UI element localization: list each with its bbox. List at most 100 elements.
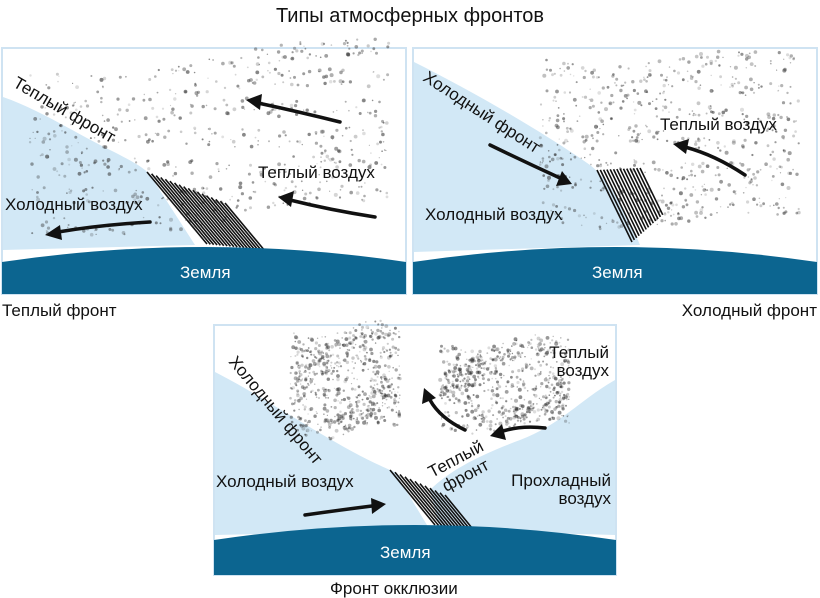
cloud-dot — [102, 145, 106, 149]
cloud-dot — [379, 319, 382, 323]
cloud-dot — [470, 359, 475, 364]
cloud-dot — [675, 203, 678, 207]
cloud-dot — [561, 407, 565, 411]
cloud-dot — [532, 403, 535, 405]
hatch-line — [155, 175, 215, 246]
cloud-dot — [346, 405, 351, 409]
cloud-dot — [609, 103, 611, 105]
cloud-dot — [732, 190, 736, 194]
cloud-dot — [375, 188, 379, 192]
cold-air-label: Холодный воздух — [216, 472, 354, 491]
cloud-dot — [326, 362, 329, 365]
cloud-dot — [362, 98, 366, 103]
cloud-dot — [361, 159, 366, 164]
cloud-dot — [361, 332, 364, 335]
cloud-dot — [501, 361, 506, 366]
cloud-dot — [745, 53, 749, 58]
cloud-dot — [795, 211, 799, 215]
cloud-dot — [381, 390, 384, 392]
cloud-dot — [486, 352, 489, 354]
cloud-dot — [645, 65, 647, 68]
cloud-dot — [770, 62, 772, 65]
cloud-dot — [252, 81, 257, 85]
cloud-dot — [637, 100, 642, 105]
cloud-dot — [307, 413, 309, 415]
cloud-dot — [560, 337, 562, 339]
cloud-dot — [380, 376, 383, 379]
cloud-dot — [113, 188, 118, 193]
cloud-dot — [693, 112, 695, 115]
cloud-dot — [558, 341, 561, 344]
cloud-dot — [502, 342, 504, 345]
cloud-dot — [368, 144, 370, 146]
cloud-dot — [139, 195, 143, 199]
cloud-dot — [717, 188, 721, 191]
cloud-dot — [495, 347, 499, 352]
cloud-dot — [363, 194, 366, 198]
cloud-dot — [489, 420, 493, 424]
cloud-dot — [589, 98, 594, 102]
ground-label: Земля — [380, 543, 431, 562]
cloud-dot — [485, 367, 490, 371]
cloud-dot — [444, 402, 447, 405]
cloud-dot — [510, 385, 514, 388]
cloud-dot — [303, 370, 307, 373]
cloud-dot — [343, 358, 347, 362]
cloud-dot — [564, 395, 568, 399]
cloud-dot — [362, 199, 366, 203]
cloud-dot — [483, 362, 486, 364]
cloud-dot — [704, 62, 708, 66]
cloud-dot — [530, 407, 534, 412]
cloud-dot — [292, 332, 295, 335]
cloud-dot — [643, 76, 645, 79]
cloud-dot — [789, 85, 792, 88]
cloud-dot — [656, 199, 660, 203]
cloud-dot — [174, 69, 178, 72]
cloud-dot — [362, 129, 364, 132]
cloud-dot — [662, 130, 665, 132]
cloud-dot — [367, 165, 372, 170]
cloud-dot — [382, 335, 385, 339]
cloud-dot — [651, 160, 656, 165]
cloud-dot — [519, 417, 522, 420]
cloud-dot — [483, 367, 486, 370]
cloud-dot — [363, 335, 366, 338]
cloud-dot — [352, 327, 355, 329]
cloud-dot — [396, 376, 400, 380]
cloud-dot — [325, 354, 330, 359]
cold-air-region — [3, 97, 195, 250]
cloud-dot — [555, 100, 557, 102]
cloud-dot — [365, 423, 368, 426]
cloud-dot — [290, 365, 294, 370]
cloud-dot — [492, 393, 496, 397]
cloud-dot — [662, 105, 664, 108]
cloud-dot — [539, 347, 544, 352]
cloud-dot — [514, 398, 518, 403]
cloud-dot — [591, 146, 595, 151]
cloud-dot — [350, 419, 353, 421]
cloud-dot — [687, 219, 691, 223]
cloud-dot — [393, 401, 397, 405]
cloud-dot — [723, 145, 726, 148]
hatch-line — [187, 187, 238, 248]
cloud-dot — [752, 184, 754, 186]
cloud-dot — [70, 189, 73, 192]
cloud-dot — [127, 103, 131, 106]
cloud-dot — [740, 107, 744, 112]
cloud-dot — [534, 368, 536, 371]
cloud-dot — [320, 42, 325, 46]
cloud-dot — [348, 349, 351, 352]
cloud-dot — [732, 203, 735, 207]
cloud-dot — [575, 81, 578, 84]
cloud-dot — [330, 406, 333, 408]
cloud-dot — [509, 358, 512, 361]
cloud-dot — [355, 191, 360, 195]
cloud-dot — [484, 362, 486, 364]
cloud-dot — [77, 171, 82, 176]
cloud-dot — [544, 409, 549, 414]
cloud-dot — [305, 108, 309, 112]
cloud-dot — [348, 336, 352, 340]
cloud-dot — [746, 121, 749, 124]
cloud-dot — [393, 398, 396, 401]
cloud-dot — [375, 360, 379, 364]
